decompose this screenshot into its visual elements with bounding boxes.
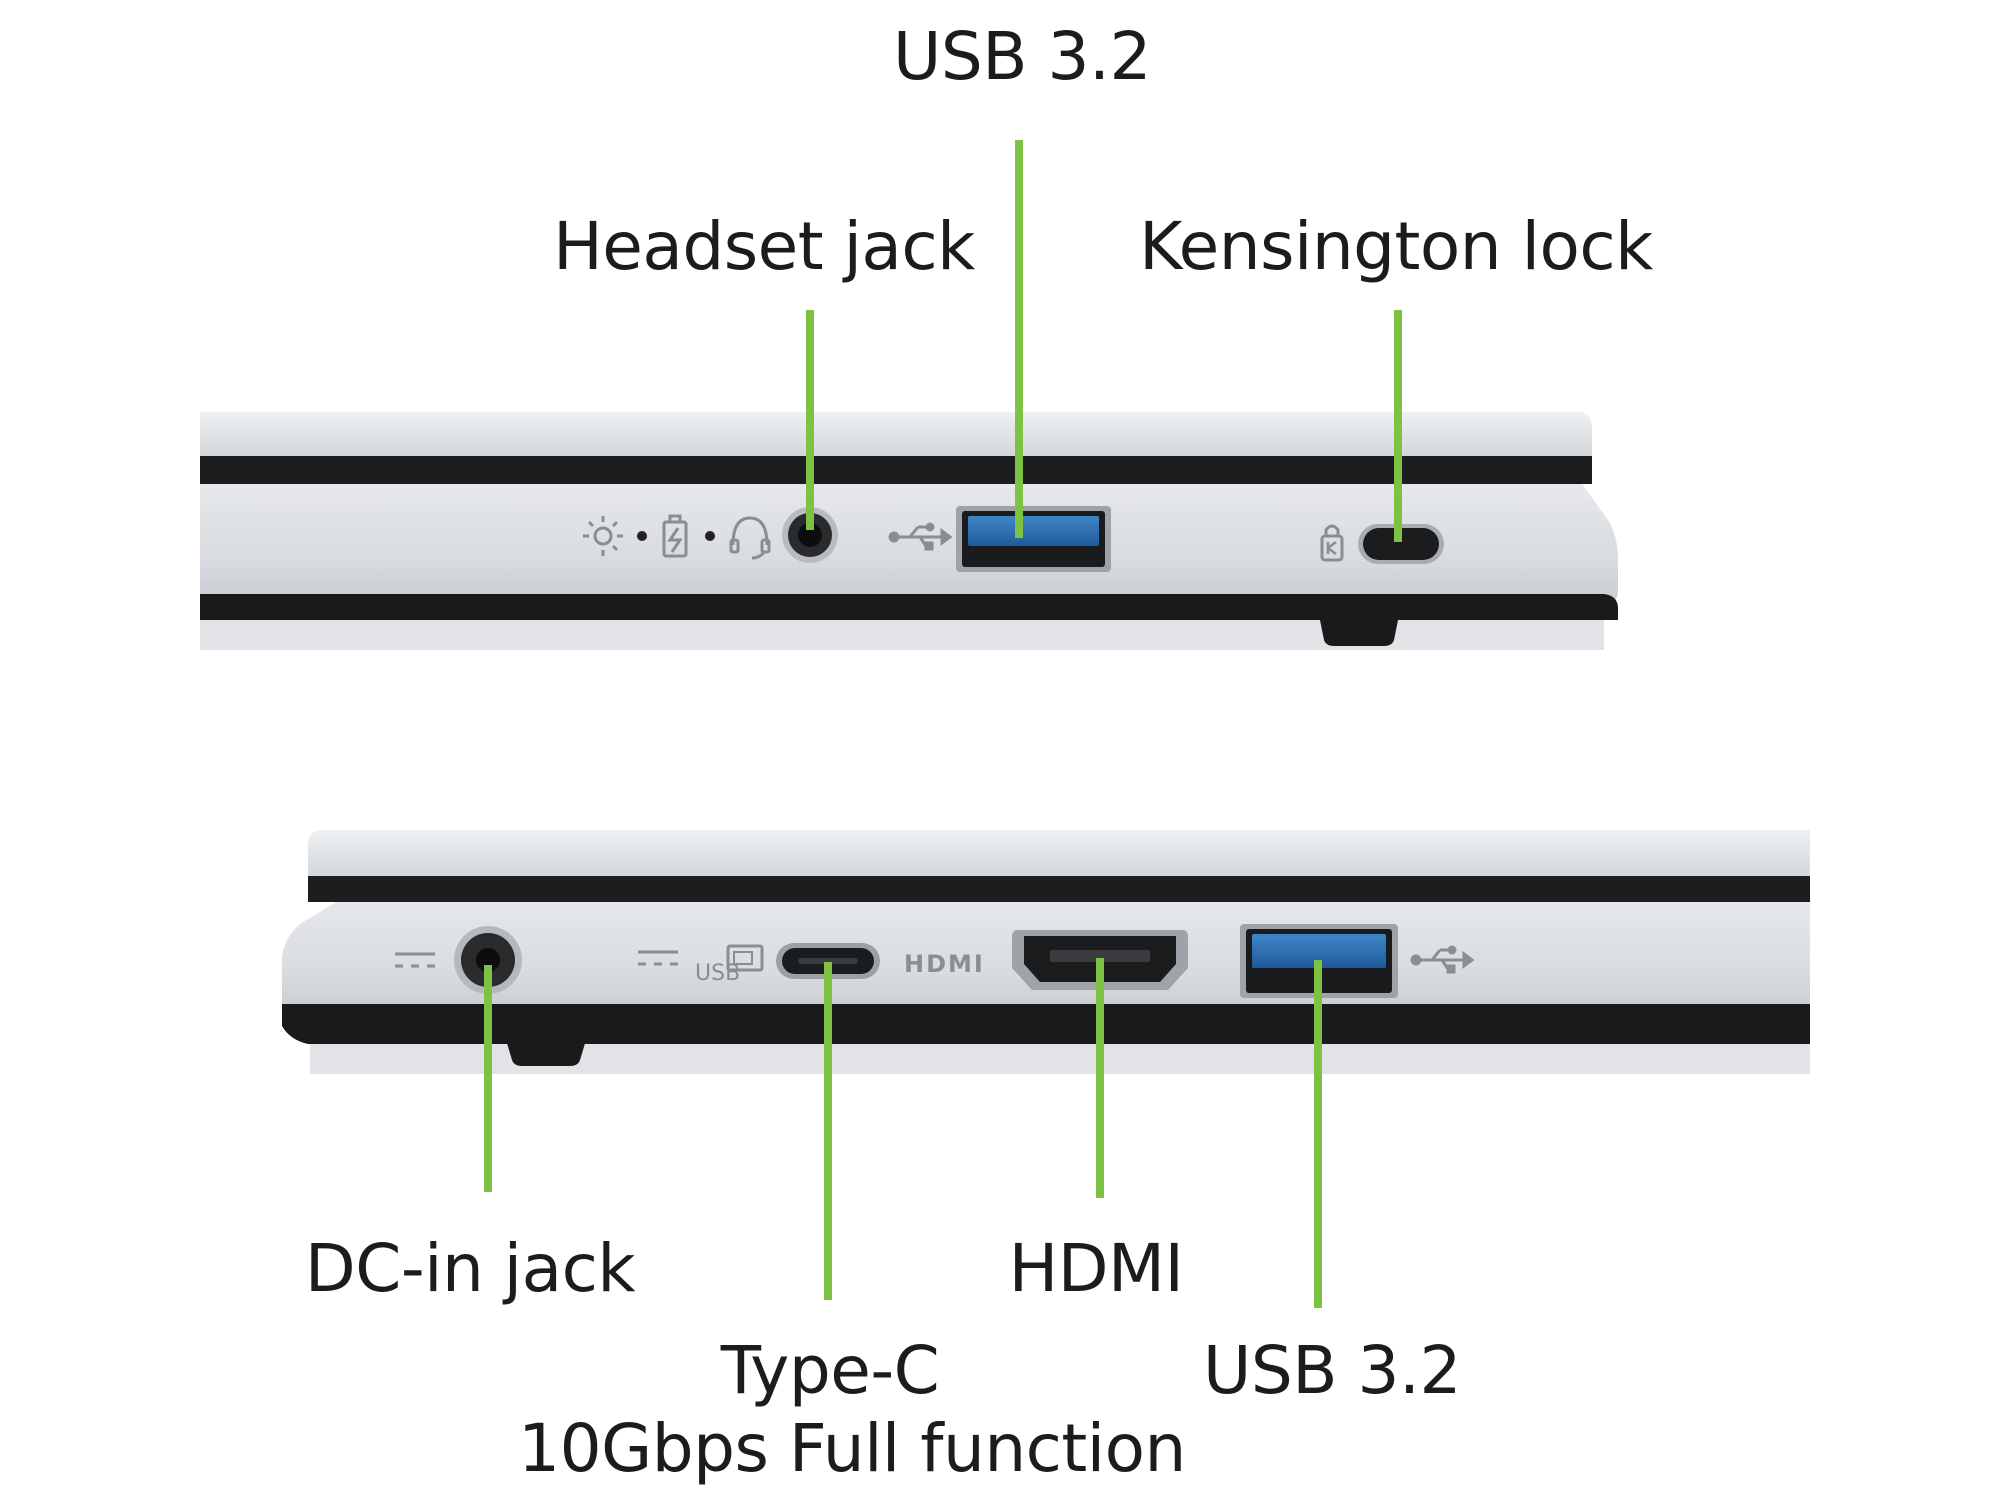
- label-usb-top: USB 3.2: [893, 18, 1151, 95]
- usb-trident-icon: [888, 522, 953, 551]
- usb-trident-icon-2: [1410, 945, 1475, 974]
- usb-displayport-icon: USB: [695, 944, 764, 986]
- hdmi-logo-icon: HDMI: [904, 950, 985, 978]
- label-hdmi: HDMI: [1008, 1230, 1184, 1307]
- laptop-left-side: USB HDMI: [282, 830, 1810, 1074]
- label-dc-in-jack: DC-in jack: [304, 1230, 636, 1307]
- lid-seam-bottom: [308, 876, 1810, 902]
- chassis-base-top: [200, 484, 1618, 606]
- rubber-foot-bottom: [506, 1040, 586, 1066]
- dc-power-icon-2: [638, 950, 678, 966]
- kensington-lock-slot: [1358, 524, 1444, 564]
- dc-power-icon: [395, 952, 435, 968]
- battery-led-dot: [705, 531, 715, 541]
- chassis-bottom-edge-2: [282, 1004, 1810, 1044]
- label-headset-jack: Headset jack: [553, 208, 975, 285]
- power-led-dot: [637, 531, 647, 541]
- rubber-foot-top: [1318, 610, 1400, 646]
- usb-type-c-port: [776, 943, 880, 979]
- laptop-right-side: [200, 412, 1618, 650]
- label-usb-bottom: USB 3.2: [1203, 1332, 1461, 1409]
- lid-top-bottom: [308, 830, 1810, 884]
- label-typec-line1: Type-C: [720, 1332, 940, 1409]
- headset-jack-port: [782, 507, 838, 563]
- lid-top: [200, 412, 1592, 464]
- kensington-icon: [1320, 524, 1344, 562]
- usb-a-port-top: [956, 506, 1111, 572]
- battery-icon: [662, 514, 688, 558]
- headset-icon: [729, 516, 771, 560]
- label-kensington-lock: Kensington lock: [1139, 208, 1653, 285]
- sun-icon: [583, 516, 623, 556]
- chassis-bottom-edge: [200, 594, 1618, 620]
- usb-mark: USB: [695, 961, 740, 986]
- dc-in-jack-port: [454, 926, 522, 994]
- lid-seam: [200, 456, 1592, 484]
- label-typec-line2: 10Gbps Full function: [518, 1410, 1186, 1487]
